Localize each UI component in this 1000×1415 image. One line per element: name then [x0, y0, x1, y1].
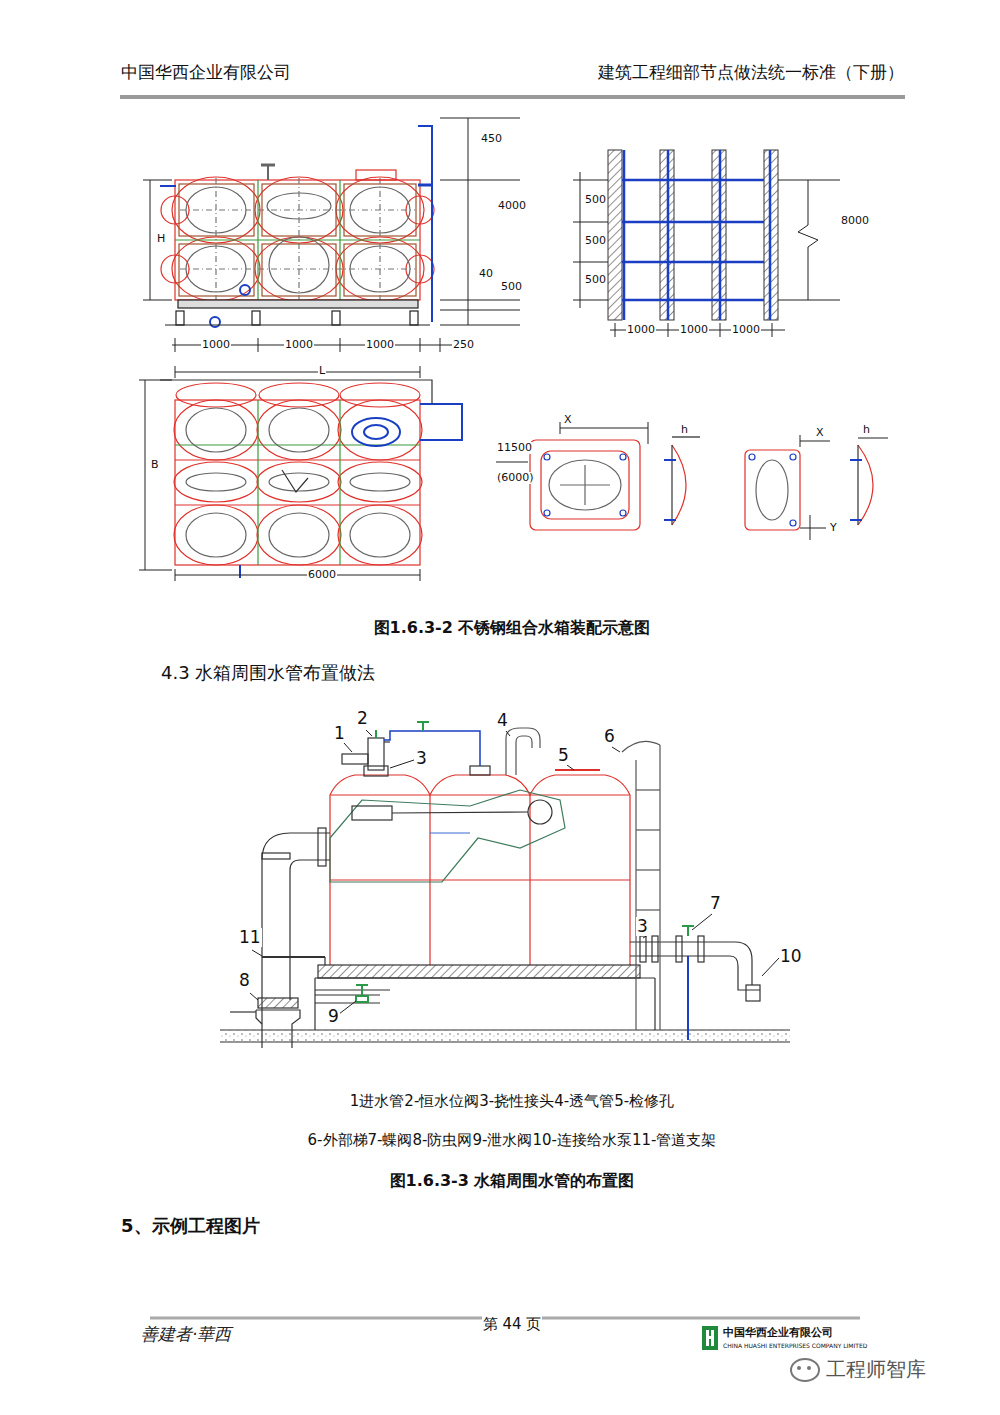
callout-number: 3	[415, 749, 428, 768]
company-logo-text: 中国华西企业有限公司	[722, 1327, 834, 1339]
page-header: 中国华西企业有限公司	[120, 63, 292, 82]
legend-text: 1进水管2-恒水位阀3-挠性接头4-透气管5-检修孔	[349, 1093, 675, 1110]
callout-number: 4	[496, 711, 509, 730]
dimension: 11500	[496, 442, 533, 454]
figure-caption: 图1.6.3-2 不锈钢组合水箱装配示意图	[373, 619, 652, 637]
figure-caption: 图1.6.3-3 水箱周围水管的布置图	[389, 1172, 636, 1190]
dimension: 500	[500, 281, 523, 293]
callout-number: 11	[238, 928, 262, 947]
callout-number: 8	[238, 971, 251, 990]
dimension: 500	[584, 235, 607, 247]
dimension: 1000	[201, 339, 231, 351]
company-logo-text: CHINA HUASHI ENTERPRISES COMPANY LIMITED	[722, 1343, 868, 1350]
legend-text: 6-外部梯7-蝶阀8-防虫网9-泄水阀10-连接给水泵11-管道支架	[307, 1132, 718, 1149]
dimension: B	[150, 459, 160, 471]
dimension: L	[318, 365, 326, 377]
callout-number: 1	[333, 724, 346, 743]
dimension: 8000	[840, 215, 870, 227]
dimension: 1000	[679, 324, 709, 336]
dimension: (6000)	[496, 472, 535, 484]
callout-number: 2	[356, 709, 369, 728]
dimension: 4000	[497, 200, 527, 212]
section-heading: 4.3 水箱周围水管布置做法	[160, 663, 376, 683]
footer-motto: 善建者·華西	[140, 1325, 232, 1344]
callout-number: 7	[709, 894, 722, 913]
dimension: 1000	[626, 324, 656, 336]
dimension: Y	[829, 522, 838, 534]
dimension: 6000	[307, 569, 337, 581]
dimension: 1000	[284, 339, 314, 351]
dimension: H	[156, 233, 166, 245]
dimension: h	[680, 424, 689, 436]
callout-number: 10	[779, 947, 803, 966]
dimension: 40	[478, 268, 494, 280]
dimension: h	[862, 424, 871, 436]
callout-number: 5	[557, 746, 570, 765]
dimension: 250	[452, 339, 475, 351]
dimension: 500	[584, 194, 607, 206]
callout-number: 3	[636, 917, 649, 936]
page-header: 建筑工程细部节点做法统一标准（下册）	[597, 63, 905, 82]
callout-number: 9	[327, 1007, 340, 1026]
dimension: X	[563, 414, 573, 426]
watermark: 工程师智库	[825, 1358, 927, 1380]
dimension: 500	[584, 274, 607, 286]
dimension: X	[815, 427, 825, 439]
page-number: 第 44 页	[482, 1316, 543, 1333]
callout-number: 6	[603, 727, 616, 746]
dimension: 1000	[731, 324, 761, 336]
dimension: 450	[480, 133, 503, 145]
dimension: 1000	[365, 339, 395, 351]
section-heading: 5、示例工程图片	[120, 1216, 261, 1236]
